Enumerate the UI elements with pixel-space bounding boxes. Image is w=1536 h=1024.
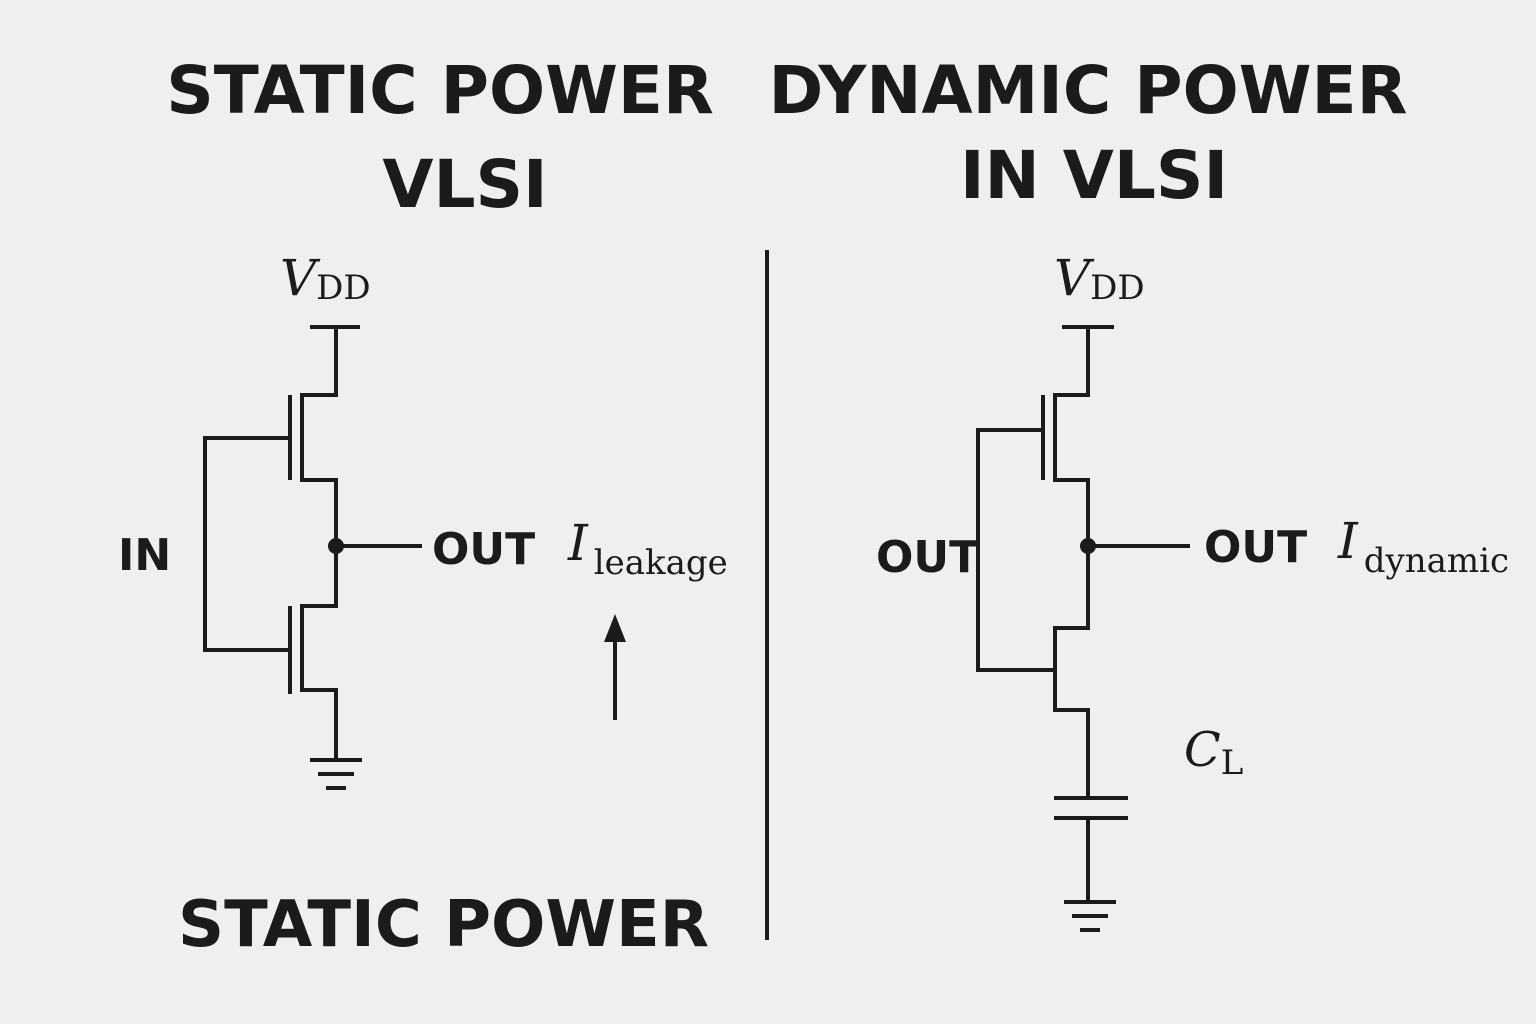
left-input-wire [203, 436, 292, 652]
right-cmos-inverter [976, 325, 1190, 932]
right-capacitance-label: CL [1184, 722, 1243, 783]
ground-icon [1064, 900, 1116, 932]
ground-icon [310, 758, 362, 790]
right-input-label: OUT [876, 532, 979, 583]
up-arrow-icon [604, 614, 626, 720]
capacitor-icon [1054, 796, 1128, 904]
dynamic-power-panel: DYNAMIC POWER IN VLSI VDD OUT [769, 52, 1509, 932]
right-title-line1: DYNAMIC POWER [769, 52, 1408, 129]
right-output-node [1080, 538, 1096, 554]
right-drain-source-path [1053, 325, 1090, 800]
left-footer: STATIC POWER [178, 888, 709, 962]
left-output-node [328, 538, 344, 554]
right-title-line2: IN VLSI [960, 137, 1228, 214]
right-output-label: OUT [1204, 522, 1307, 573]
right-input-wire [976, 428, 1057, 672]
left-title-line1: STATIC POWER [166, 52, 714, 129]
right-vdd-label: VDD [1054, 249, 1145, 308]
left-title-line2: VLSI [382, 146, 547, 223]
left-input-label: IN [118, 530, 171, 581]
left-cmos-inverter [203, 325, 422, 790]
left-vdd-label: VDD [280, 249, 371, 308]
left-output-label: OUT [432, 524, 535, 575]
